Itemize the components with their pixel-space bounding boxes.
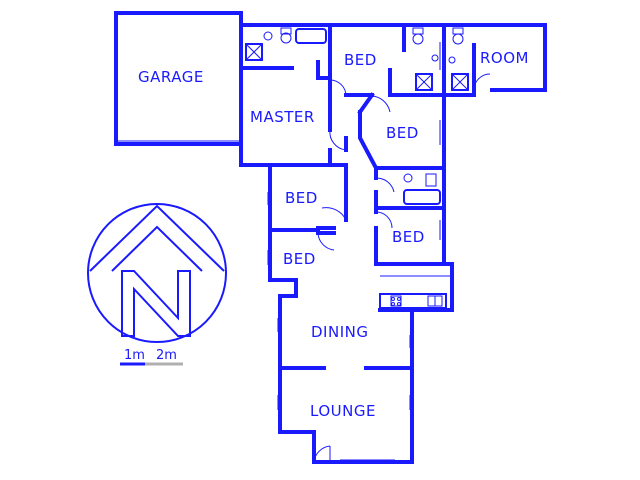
room-top-right: ROOM	[442, 23, 547, 97]
room-label-dining: DINING	[311, 323, 368, 341]
scale-label-2m: 2m	[156, 348, 177, 363]
room-label-bed-top: BED	[344, 51, 377, 69]
room-label-room: ROOM	[480, 49, 529, 67]
room-label-master: MASTER	[250, 108, 315, 126]
top-bed-room: BED	[328, 23, 446, 112]
bed-mid-right-room: BED	[357, 92, 446, 207]
room-label-bed-left-upper: BED	[285, 189, 318, 207]
bathroom-middle	[374, 166, 446, 210]
north-compass-icon: N	[87, 203, 227, 343]
room-label-lounge: LOUNGE	[310, 402, 376, 420]
room-label-bed-left-lower: BED	[283, 250, 316, 268]
room-label-bed-right-lower: BED	[392, 228, 425, 246]
scale-label-1m: 1m	[124, 348, 145, 363]
dining-lounge-area: DINING LOUNGE	[277, 294, 414, 464]
room-label-bed-mid-right: BED	[386, 124, 419, 142]
scale-bar: 1m 2m	[120, 348, 183, 366]
garage-room: GARAGE	[114, 11, 243, 146]
bed-right-lower-and-kitchen: BED	[374, 206, 454, 312]
room-label-garage: GARAGE	[138, 68, 204, 86]
bed-left-rooms: BED BED	[267, 163, 348, 298]
